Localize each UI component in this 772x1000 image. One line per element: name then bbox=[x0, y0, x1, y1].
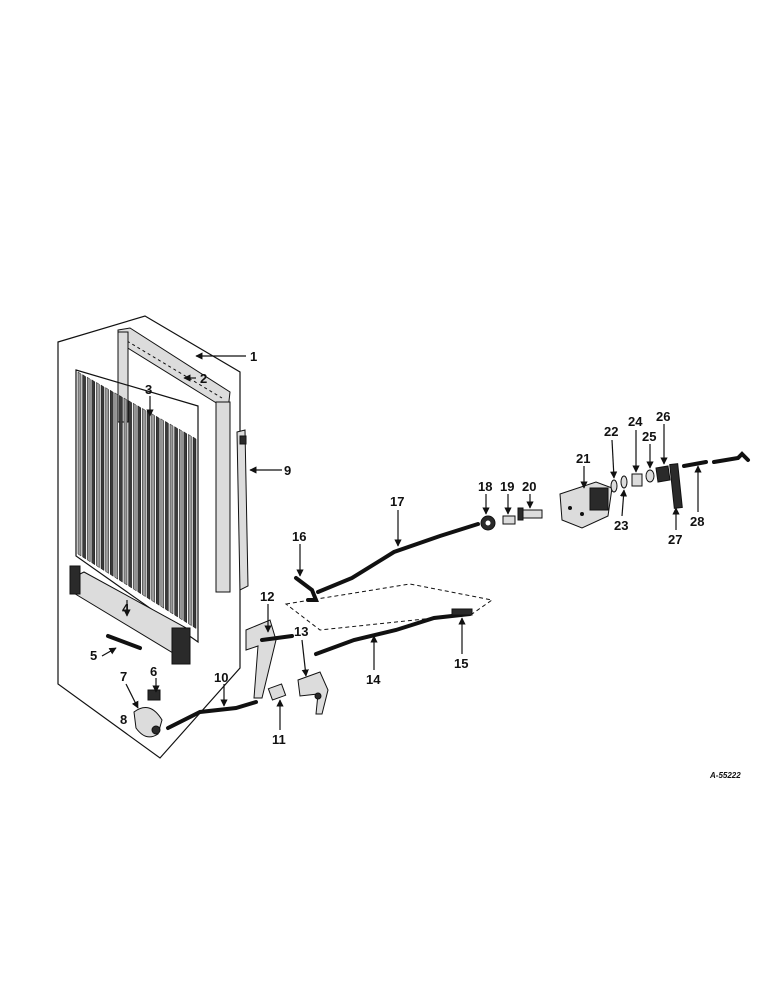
shutter-vane bbox=[77, 371, 82, 557]
shutter-vane bbox=[188, 433, 192, 627]
shutter-vanes bbox=[75, 369, 199, 644]
callout-3: 3 bbox=[145, 382, 152, 397]
washer-b bbox=[620, 475, 628, 489]
bolt bbox=[517, 507, 543, 521]
shutter-vane bbox=[151, 413, 155, 603]
shutter-vane bbox=[174, 426, 178, 618]
short-rod bbox=[106, 634, 142, 650]
shutter-vane bbox=[165, 420, 169, 612]
grille-assembly-outline bbox=[57, 315, 241, 759]
nut bbox=[655, 465, 671, 483]
callout-22: 22 bbox=[604, 424, 618, 439]
drawing-reference-code: A-55222 bbox=[709, 771, 741, 780]
shutter-vane bbox=[123, 397, 128, 586]
callout-28: 28 bbox=[690, 514, 704, 529]
callout-7: 7 bbox=[120, 669, 127, 684]
shutter-vane bbox=[183, 431, 188, 624]
crank-handle bbox=[682, 451, 750, 468]
shutter-vane bbox=[96, 381, 100, 569]
callout-12: 12 bbox=[260, 589, 274, 604]
callout-20: 20 bbox=[522, 479, 536, 494]
shutter-vanes-frame bbox=[75, 369, 199, 644]
rod-end-sleeve bbox=[451, 608, 473, 616]
shutter-vane bbox=[114, 392, 119, 580]
lower-linkage-rod bbox=[314, 612, 472, 656]
callout-13: 13 bbox=[294, 624, 308, 639]
dashed-linkage-box bbox=[284, 583, 494, 631]
shutter-vane bbox=[109, 389, 114, 577]
callout-21: 21 bbox=[576, 451, 590, 466]
shutter-vane bbox=[82, 374, 86, 560]
callout-14: 14 bbox=[366, 672, 381, 687]
control-rod bbox=[166, 700, 258, 730]
pin bbox=[502, 515, 516, 525]
callout-23: 23 bbox=[614, 518, 628, 533]
callout-19: 19 bbox=[500, 479, 514, 494]
callout-15: 15 bbox=[454, 656, 468, 671]
callout-9: 9 bbox=[284, 463, 291, 478]
lever bbox=[297, 671, 329, 715]
callout-8: 8 bbox=[120, 712, 127, 727]
callout-1: 1 bbox=[250, 349, 257, 364]
callout-25: 25 bbox=[642, 429, 656, 444]
callout-labels: 1 2 3 4 5 6 7 8 9 10 11 12 13 14 15 16 1… bbox=[90, 349, 704, 747]
side-bar bbox=[236, 429, 249, 591]
bushing bbox=[631, 473, 643, 487]
callout-11: 11 bbox=[272, 732, 286, 747]
crank-arm bbox=[669, 463, 683, 509]
shutter-vane bbox=[128, 400, 132, 589]
lever-bracket bbox=[245, 619, 294, 699]
callout-5: 5 bbox=[90, 648, 97, 663]
shutter-vane bbox=[142, 407, 146, 598]
shutter-vane bbox=[137, 405, 142, 595]
bracket-link bbox=[133, 707, 163, 738]
shutter-vane bbox=[155, 415, 160, 606]
shutter-vane bbox=[100, 384, 105, 571]
callout-10: 10 bbox=[214, 670, 228, 685]
washer-a bbox=[610, 479, 618, 493]
shutter-vane bbox=[91, 379, 96, 566]
callout-18: 18 bbox=[478, 479, 492, 494]
rod-bracket bbox=[294, 576, 319, 602]
shutter-vane bbox=[132, 402, 137, 592]
mounting-bracket bbox=[559, 481, 613, 529]
shutter-vane bbox=[105, 387, 109, 574]
callout-4: 4 bbox=[122, 601, 130, 616]
callout-6: 6 bbox=[150, 664, 157, 679]
shutter-vane bbox=[86, 376, 91, 563]
ball-joint bbox=[480, 515, 496, 531]
leader-lines bbox=[101, 352, 702, 730]
upper-linkage-rod bbox=[316, 522, 480, 594]
callout-24: 24 bbox=[628, 414, 643, 429]
washer-c bbox=[645, 469, 655, 483]
shutter-vane bbox=[119, 394, 123, 583]
clip bbox=[147, 689, 161, 701]
shutter-vane bbox=[192, 436, 197, 629]
shutter-vane bbox=[160, 418, 165, 609]
shutter-vane bbox=[146, 410, 151, 600]
sleeve bbox=[267, 683, 287, 701]
callout-16: 16 bbox=[292, 529, 306, 544]
callout-26: 26 bbox=[656, 409, 670, 424]
callout-17: 17 bbox=[390, 494, 404, 509]
callout-27: 27 bbox=[668, 532, 682, 547]
callout-2: 2 bbox=[200, 371, 207, 386]
shutter-vane bbox=[178, 428, 183, 621]
frame-channel bbox=[117, 327, 231, 593]
bottom-rail bbox=[69, 565, 191, 665]
shutter-vane bbox=[169, 423, 174, 615]
